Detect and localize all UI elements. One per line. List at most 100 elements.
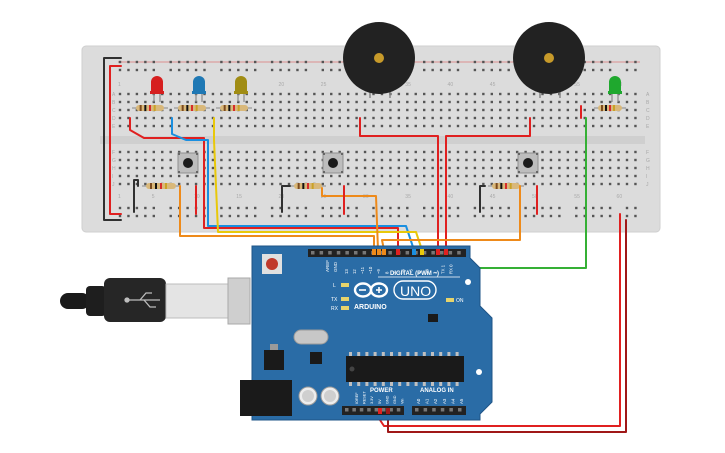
rail-hole[interactable] xyxy=(127,206,130,210)
breadboard-hole[interactable] xyxy=(279,166,282,170)
breadboard-hole[interactable] xyxy=(617,158,620,162)
breadboard-hole[interactable] xyxy=(397,100,401,104)
breadboard-hole[interactable] xyxy=(448,100,451,104)
rail-hole[interactable] xyxy=(583,214,586,218)
rail-hole[interactable] xyxy=(169,60,172,64)
breadboard-hole[interactable] xyxy=(304,166,308,170)
breadboard-hole[interactable] xyxy=(406,166,409,170)
rail-hole[interactable] xyxy=(186,214,189,218)
breadboard-hole[interactable] xyxy=(507,158,510,162)
breadboard-hole[interactable] xyxy=(220,116,223,120)
breadboard-hole[interactable] xyxy=(118,92,122,96)
rail-hole[interactable] xyxy=(634,206,637,210)
breadboard-hole[interactable] xyxy=(169,166,172,170)
analog-header[interactable] xyxy=(412,406,466,415)
breadboard-hole[interactable] xyxy=(363,158,367,162)
rail-hole[interactable] xyxy=(380,214,384,218)
rail-hole[interactable] xyxy=(118,68,122,72)
rail-hole[interactable] xyxy=(448,206,451,210)
rail-hole[interactable] xyxy=(507,214,510,218)
header-pin[interactable] xyxy=(311,251,315,255)
rail-hole[interactable] xyxy=(456,68,460,72)
breadboard-hole[interactable] xyxy=(254,174,257,178)
breadboard-hole[interactable] xyxy=(575,116,578,120)
rail-hole[interactable] xyxy=(338,206,341,210)
rail-hole[interactable] xyxy=(254,60,257,64)
breadboard-hole[interactable] xyxy=(211,108,215,112)
breadboard-hole[interactable] xyxy=(372,100,375,104)
breadboard-hole[interactable] xyxy=(389,158,392,162)
rail-hole[interactable] xyxy=(254,68,257,72)
rail-hole[interactable] xyxy=(355,214,358,218)
breadboard-hole[interactable] xyxy=(532,100,536,104)
breadboard-hole[interactable] xyxy=(237,166,240,170)
breadboard-hole[interactable] xyxy=(541,174,544,178)
breadboard-hole[interactable] xyxy=(431,116,434,120)
breadboard-hole[interactable] xyxy=(439,92,443,96)
rail-hole[interactable] xyxy=(270,68,274,72)
rail-hole[interactable] xyxy=(389,214,392,218)
breadboard-hole[interactable] xyxy=(296,150,299,154)
breadboard-hole[interactable] xyxy=(541,150,544,154)
header-pin[interactable] xyxy=(345,408,349,412)
breadboard-hole[interactable] xyxy=(245,166,248,170)
breadboard-hole[interactable] xyxy=(558,182,561,186)
breadboard-hole[interactable] xyxy=(186,150,189,154)
rail-hole[interactable] xyxy=(279,206,282,210)
rail-hole[interactable] xyxy=(448,60,451,64)
breadboard-hole[interactable] xyxy=(465,166,468,170)
breadboard-hole[interactable] xyxy=(600,166,603,170)
breadboard-hole[interactable] xyxy=(482,174,485,178)
rail-hole[interactable] xyxy=(482,60,485,64)
header-pin[interactable] xyxy=(415,408,419,412)
breadboard-hole[interactable] xyxy=(161,174,164,178)
rail-hole[interactable] xyxy=(431,60,434,64)
breadboard-hole[interactable] xyxy=(313,124,316,128)
rail-hole[interactable] xyxy=(330,68,333,72)
breadboard-hole[interactable] xyxy=(499,124,502,128)
rail-hole[interactable] xyxy=(152,206,155,210)
breadboard-hole[interactable] xyxy=(372,124,375,128)
breadboard-hole[interactable] xyxy=(448,124,451,128)
breadboard-hole[interactable] xyxy=(372,158,375,162)
breadboard-hole[interactable] xyxy=(237,174,240,178)
breadboard-hole[interactable] xyxy=(575,158,578,162)
rail-hole[interactable] xyxy=(499,60,502,64)
breadboard-hole[interactable] xyxy=(617,116,620,120)
breadboard-hole[interactable] xyxy=(118,158,122,162)
breadboard-hole[interactable] xyxy=(346,166,350,170)
breadboard-hole[interactable] xyxy=(507,166,510,170)
breadboard-hole[interactable] xyxy=(118,174,122,178)
breadboard-hole[interactable] xyxy=(177,150,181,154)
breadboard-hole[interactable] xyxy=(414,92,417,96)
rail-hole[interactable] xyxy=(287,60,291,64)
breadboard-hole[interactable] xyxy=(245,100,248,104)
breadboard-hole[interactable] xyxy=(456,182,460,186)
rail-hole[interactable] xyxy=(296,60,299,64)
breadboard-hole[interactable] xyxy=(456,108,460,112)
breadboard-hole[interactable] xyxy=(558,116,561,120)
breadboard-hole[interactable] xyxy=(152,158,155,162)
breadboard-hole[interactable] xyxy=(363,116,367,120)
breadboard-hole[interactable] xyxy=(321,124,324,128)
breadboard-hole[interactable] xyxy=(592,166,595,170)
breadboard-hole[interactable] xyxy=(355,116,358,120)
breadboard-hole[interactable] xyxy=(465,182,468,186)
breadboard-hole[interactable] xyxy=(600,100,603,104)
rail-hole[interactable] xyxy=(152,214,155,218)
breadboard-hole[interactable] xyxy=(355,124,358,128)
breadboard-hole[interactable] xyxy=(583,150,586,154)
rail-hole[interactable] xyxy=(245,214,248,218)
breadboard-hole[interactable] xyxy=(177,174,181,178)
header-pin[interactable] xyxy=(367,408,371,412)
bottom-pin-holes[interactable] xyxy=(345,408,462,412)
breadboard-hole[interactable] xyxy=(270,116,274,120)
rail-hole[interactable] xyxy=(118,206,122,210)
header-pin[interactable] xyxy=(440,408,445,412)
breadboard-hole[interactable] xyxy=(152,116,155,120)
breadboard-hole[interactable] xyxy=(608,124,612,128)
breadboard-hole[interactable] xyxy=(414,116,417,120)
breadboard-hole[interactable] xyxy=(566,100,570,104)
rail-hole[interactable] xyxy=(608,60,612,64)
breadboard-hole[interactable] xyxy=(186,182,189,186)
